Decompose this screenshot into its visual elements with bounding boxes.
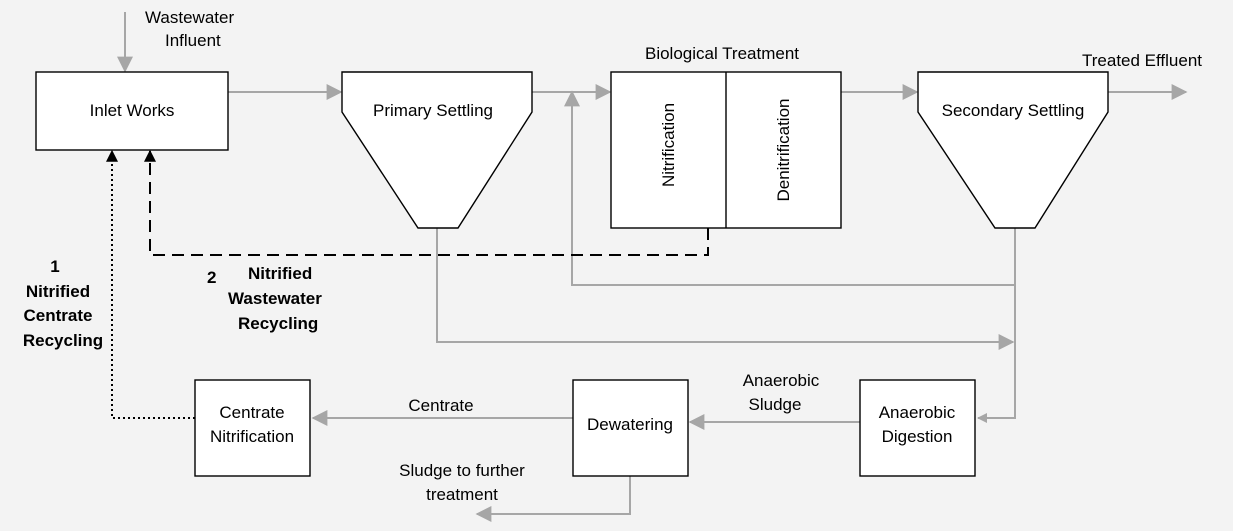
nitrified-wastewater-recycle-line	[144, 149, 709, 256]
primary-settling-label: Primary Settling	[373, 101, 493, 120]
recycle-2-number: 2	[207, 268, 216, 287]
waste-sludge-to-digestion-line	[977, 285, 1016, 423]
recycle-1-label-line3: Recycling	[23, 331, 103, 350]
recycle-2-label-line3: Recycling	[238, 314, 318, 333]
nitrification-label: Nitrification	[659, 103, 678, 187]
denitrification-label: Denitrification	[774, 99, 793, 202]
sludge-further-treatment-line	[475, 476, 631, 522]
recycle-1-label-line1: Nitrified	[26, 282, 90, 301]
secondary-settling-label: Secondary Settling	[942, 101, 1085, 120]
return-sludge-line	[564, 90, 1016, 286]
treated-effluent-label: Treated Effluent	[1082, 51, 1202, 70]
inlet-works-label: Inlet Works	[90, 101, 175, 120]
anaerobic-digestion-box	[859, 379, 976, 477]
sludge-further-treatment-label-1: Sludge to further	[399, 461, 525, 480]
recycle-1-number: 1	[50, 257, 59, 276]
anaerobic-digestion-label-1: Anaerobic	[879, 403, 956, 422]
inlet-works-box	[35, 71, 229, 151]
recycle-1-label-line2: Centrate	[24, 306, 93, 325]
centrate-nitrification-label-1: Centrate	[219, 403, 284, 422]
wastewater-influent-label: Wastewater	[145, 8, 234, 27]
sludge-further-treatment-label-2: treatment	[426, 485, 498, 504]
anaerobic-digestion-label-2: Digestion	[882, 427, 953, 446]
nitrified-centrate-recycle-line	[106, 149, 195, 419]
recycle-2-label-line1: Nitrified	[248, 264, 312, 283]
wastewater-influent-label-2: Influent	[165, 31, 221, 50]
centrate-nitrification-label-2: Nitrification	[210, 427, 294, 446]
primary-settling-tank	[341, 71, 533, 229]
primary-sludge-line	[436, 228, 1015, 350]
centrate-nitrification-box	[194, 379, 311, 477]
recycle-2-label-line2: Wastewater	[228, 289, 322, 308]
anaerobic-sludge-label-2: Sludge	[749, 395, 802, 414]
centrate-label: Centrate	[408, 396, 473, 415]
dewatering-box	[572, 379, 689, 477]
biological-treatment-title: Biological Treatment	[645, 44, 799, 63]
secondary-settling-tank	[917, 71, 1109, 229]
dewatering-label: Dewatering	[587, 415, 673, 434]
anaerobic-sludge-label-1: Anaerobic	[743, 371, 820, 390]
